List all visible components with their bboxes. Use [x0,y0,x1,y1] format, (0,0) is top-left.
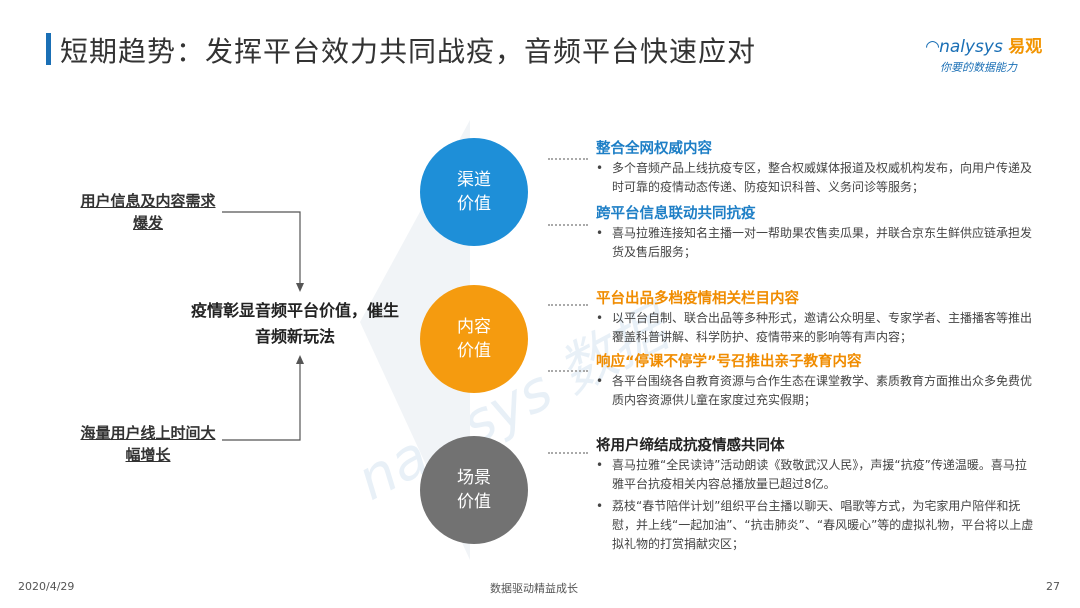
section-title: 跨平台信息联动共同抗疫 [596,206,756,222]
page-title: 短期趋势：发挥平台效力共同战疫，音频平台快速应对 [60,35,757,68]
section-title: 响应“停课不停学”号召推出亲子教育内容 [596,354,862,370]
list-item: • 以平台自制、联合出品等多种形式，邀请公众明星、专家学者、主播播客等推出覆盖科普… [596,309,1036,347]
logo-brand-latin: nalysys [939,37,1003,57]
bullet-text: 各平台围绕各自教育资源与合作生态在课堂教学、素质教育方面推出众多免费优质内容资源… [612,374,1033,407]
user-demand-label: 用户信息及内容需求爆发 [80,192,216,232]
channel-value-label: 渠道价值 [457,170,491,214]
dotted-leader [548,224,588,226]
logo-tagline: 你要的数据能力 [940,61,1017,74]
bullet-text: 喜马拉雅“全民读诗”活动朗读《致敬武汉人民》，声援“抗疫”传递温暖。喜马拉雅平台… [612,458,1027,491]
logo-swirl-icon: ◠ [926,37,940,57]
dotted-leader [548,452,588,454]
page-number: 27 [1046,580,1060,593]
bullet-text: 荔枝“春节陪伴计划”组织平台主播以聊天、唱歌等方式，为宅家用户陪伴和抚慰，并上线… [612,499,1034,551]
dotted-leader [548,304,588,306]
channel-value-circle: 渠道价值 [420,138,528,246]
dotted-leader [548,370,588,372]
list-item: • 喜马拉雅“全民读诗”活动朗读《致敬武汉人民》，声援“抗疫”传递温暖。喜马拉雅平… [596,456,1036,494]
bottom-connector [222,362,301,441]
list-item: • 荔枝“春节陪伴计划”组织平台主播以聊天、唱歌等方式，为宅家用户陪伴和抚慰，并上… [596,497,1036,554]
top-connector [222,211,301,285]
scene-value-circle: 场景价值 [420,436,528,544]
list-item: • 多个音频产品上线抗疫专区，整合权威媒体报道及权威机构发布，向用户传递及时可靠的… [596,159,1036,197]
top-arrow-icon [296,283,304,292]
section-title: 整合全网权威内容 [596,141,712,157]
bullet-text: 多个音频产品上线抗疫专区，整合权威媒体报道及权威机构发布，向用户传递及时可靠的疫… [612,161,1033,194]
footer-tagline: 数据驱动精益成长 [490,582,578,595]
analysys-logo: ◠nalysys 易观 你要的数据能力 [926,32,1056,74]
footer-date: 2020/4/29 [18,580,75,593]
bullet-icon: • [596,374,604,388]
logo-brand-cn: 易观 [1008,37,1043,57]
bullet-text: 以平台自制、联合出品等多种形式，邀请公众明星、专家学者、主播播客等推出覆盖科普讲… [612,311,1033,344]
bullet-text: 喜马拉雅连接知名主播一对一帮助果农售卖瓜果，并联合京东生鲜供应链承担发货及售后服… [612,226,1033,259]
bullet-icon: • [596,499,604,513]
bullet-icon: • [596,161,604,175]
list-item: • 各平台围绕各自教育资源与合作生态在课堂教学、素质教育方面推出众多免费优质内容资… [596,372,1036,410]
bullet-icon: • [596,226,604,240]
content-value-circle: 内容价值 [420,285,528,393]
dotted-leader [548,158,588,160]
section-title: 平台出品多档疫情相关栏目内容 [596,291,799,307]
list-item: • 喜马拉雅连接知名主播一对一帮助果农售卖瓜果，并联合京东生鲜供应链承担发货及售后… [596,224,1036,262]
section-title: 将用户缔结成抗疫情感共同体 [596,438,785,454]
scene-value-label: 场景价值 [457,468,491,512]
bullet-icon: • [596,458,604,472]
title-accent-bar [46,33,51,65]
content-value-label: 内容价值 [457,317,491,361]
bottom-arrow-icon [296,355,304,364]
bullet-icon: • [596,311,604,325]
core-value-label: 疫情彰显音频平台价值，催生音频新玩法 [190,301,399,346]
online-time-label: 海量用户线上时间大幅增长 [80,424,216,464]
